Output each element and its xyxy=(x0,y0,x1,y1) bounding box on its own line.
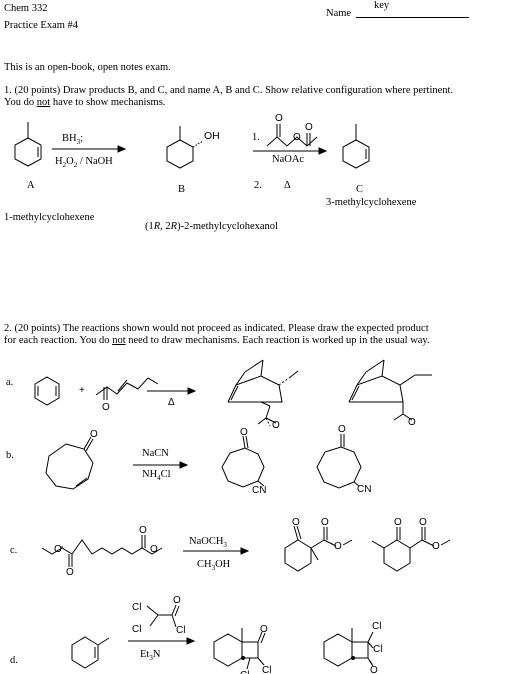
part-d-label: d. xyxy=(10,655,18,666)
svg-text:CN: CN xyxy=(357,484,371,495)
svg-text:CN: CN xyxy=(252,485,266,496)
product-d-1: O Cl Cl xyxy=(213,624,271,674)
reagent-et3n: Et3N xyxy=(140,649,161,663)
product-b-ketone-2: O CN xyxy=(316,424,371,495)
q1-prompt-line2: You do not have to show mechanisms. xyxy=(4,97,166,108)
plus-sign: + xyxy=(79,385,85,396)
reagent-acetic-anhydride: O O O xyxy=(266,113,318,147)
q1-prompt-line1: 1. (20 points) Draw products B, and C, a… xyxy=(4,85,454,96)
svg-text:O: O xyxy=(370,665,378,674)
compound-a-methylcyclohexene xyxy=(14,122,42,167)
product-d-2: Cl Cl O xyxy=(323,621,382,674)
svg-text:O: O xyxy=(292,517,300,528)
product-b-ketone-1: O CN xyxy=(221,427,266,496)
anhydride-bridge-o: O xyxy=(293,132,301,143)
methylcyclohexene-d xyxy=(71,636,110,669)
reagent-nacn: NaCN xyxy=(142,448,169,459)
exam-instructions: This is an open-book, open notes exam. xyxy=(4,62,171,73)
product-c-1: O O O xyxy=(284,517,353,572)
svg-text:O: O xyxy=(305,122,313,133)
name-b: (1R, 2R)-2-methylcyclohexanol xyxy=(145,221,278,232)
product-c-2: O O O xyxy=(371,517,451,572)
svg-text:Cl: Cl xyxy=(132,624,141,635)
svg-text:O: O xyxy=(394,517,402,528)
course-title: Chem 332 xyxy=(4,3,48,14)
name-a: 1-methylcyclohexene xyxy=(4,212,95,223)
q2-prompt-line2: for each reaction. You do not need to dr… xyxy=(4,335,430,346)
svg-text:O: O xyxy=(272,420,280,431)
svg-text:O: O xyxy=(321,517,329,528)
heat-symbol: Δ xyxy=(284,180,291,191)
svg-text:Cl: Cl xyxy=(176,625,185,636)
reagent-bh3: BH3; xyxy=(62,133,84,147)
diester-starting-material: O O O O xyxy=(41,525,163,578)
dichloroacetyl-chloride: Cl Cl O Cl xyxy=(132,595,185,636)
part-a-label: a. xyxy=(6,377,14,388)
name-label: Name xyxy=(326,8,352,19)
svg-text:O: O xyxy=(240,427,248,438)
product-a-endo: O xyxy=(227,359,299,431)
step-2: 2. xyxy=(254,180,262,191)
svg-text:O: O xyxy=(432,541,440,552)
name-field[interactable] xyxy=(356,6,469,18)
reaction-arrow-2 xyxy=(253,147,328,155)
svg-text:Cl: Cl xyxy=(373,644,382,655)
svg-text:Cl: Cl xyxy=(262,665,271,674)
step-1: 1. xyxy=(252,132,260,143)
svg-text:O: O xyxy=(334,541,342,552)
svg-text:Cl: Cl xyxy=(132,602,141,613)
oh-label: OH xyxy=(204,130,220,142)
arrow-d xyxy=(128,637,196,645)
reagent-naoac: NaOAc xyxy=(272,154,305,165)
label-b: B xyxy=(178,184,186,195)
svg-text:O: O xyxy=(150,544,158,555)
reaction-arrow-1 xyxy=(52,145,127,153)
svg-text:O: O xyxy=(173,595,181,606)
dienophile-enone: O xyxy=(95,377,159,413)
compound-b-methylcyclohexanol xyxy=(166,126,204,169)
svg-text:O: O xyxy=(338,424,346,435)
q2-prompt-line1: 2. (20 points) The reactions shown would… xyxy=(4,323,429,334)
reagent-h2o2-naoh: H2O2 / NaOH xyxy=(55,156,113,170)
compound-c-methylcyclohexene xyxy=(342,124,370,169)
cyclohexadiene xyxy=(34,376,60,406)
svg-text:O: O xyxy=(419,517,427,528)
svg-text:O: O xyxy=(139,525,147,536)
part-c-label: c. xyxy=(10,545,18,556)
reagent-nh4cl: NH4Cl xyxy=(142,469,171,483)
svg-text:Cl: Cl xyxy=(372,621,381,632)
svg-text:O: O xyxy=(260,624,268,635)
arrow-a: Δ xyxy=(147,387,197,408)
arrow-c xyxy=(183,547,250,555)
arrow-b xyxy=(133,461,189,469)
product-a-exo: O xyxy=(348,359,432,428)
part-b-label: b. xyxy=(6,450,14,461)
label-c: C xyxy=(356,184,364,195)
svg-text:O: O xyxy=(102,402,110,413)
svg-text:O: O xyxy=(66,567,74,578)
svg-text:O: O xyxy=(275,113,283,124)
svg-text:O: O xyxy=(54,544,62,555)
label-a: A xyxy=(27,180,35,191)
svg-text:Δ: Δ xyxy=(168,397,175,408)
cyclooctenone: O xyxy=(45,429,98,490)
reagent-ch3oh: CH3OH xyxy=(197,559,231,573)
svg-text:O: O xyxy=(90,429,98,440)
name-value: key xyxy=(374,0,390,11)
reagent-naoch3: NaOCH3 xyxy=(189,536,227,550)
exam-title: Practice Exam #4 xyxy=(4,20,79,31)
svg-text:O: O xyxy=(408,417,416,428)
name-c: 3-methylcyclohexene xyxy=(326,197,417,208)
svg-text:Cl: Cl xyxy=(240,670,249,674)
